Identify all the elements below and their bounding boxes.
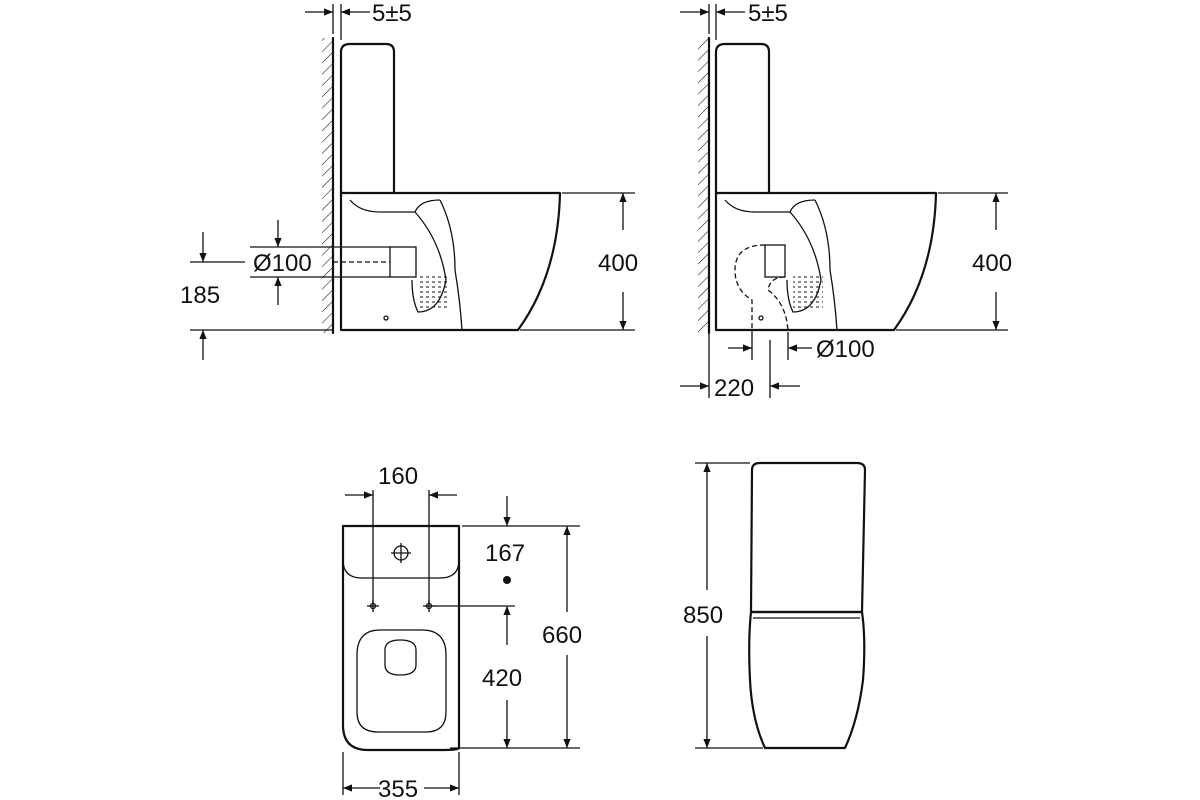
wall-gap-label: 5±5 [372, 0, 412, 27]
floor-outlet-hidden [734, 244, 766, 335]
tank-outline [714, 42, 771, 195]
total-width-label: 355 [378, 776, 418, 800]
bowl-outline [339, 191, 562, 332]
outlet-offset-label: 220 [714, 375, 754, 402]
outlet-diameter-label: Ø100 [816, 336, 875, 363]
total-length-label: 660 [542, 622, 582, 649]
total-height-label: 850 [683, 602, 723, 629]
bowl-outline [714, 191, 938, 332]
side-view-floor-outlet: 5±5 Ø100 220 400 [680, 0, 1012, 402]
tank-edge [342, 559, 460, 579]
hole-spacing-label: 160 [378, 463, 418, 490]
dim-point [503, 576, 511, 584]
top-view: 160 167 420 660 355 [341, 463, 582, 800]
bowl-height-label: 400 [598, 250, 638, 277]
outlet-diameter-label: Ø100 [253, 250, 312, 277]
wall-hatch [698, 38, 708, 333]
side-view-wall-outlet: 5±5 Ø100 185 400 [180, 0, 638, 360]
tank-outline [339, 42, 396, 195]
front-view: 850 [683, 461, 867, 750]
wall-gap-label: 5±5 [748, 0, 788, 27]
bowl-height-label: 400 [972, 250, 1012, 277]
seat-outline [356, 629, 447, 733]
tank-depth-label: 167 [485, 540, 525, 567]
wall-hatch [322, 38, 332, 333]
outlet-pipe [764, 244, 786, 278]
tank-front [749, 461, 867, 614]
bowl-front [748, 610, 866, 750]
bowl-opening [384, 639, 417, 676]
outlet-pipe [389, 246, 417, 278]
outlet-height-label: 185 [180, 282, 220, 309]
bowl-length-label: 420 [482, 665, 522, 692]
